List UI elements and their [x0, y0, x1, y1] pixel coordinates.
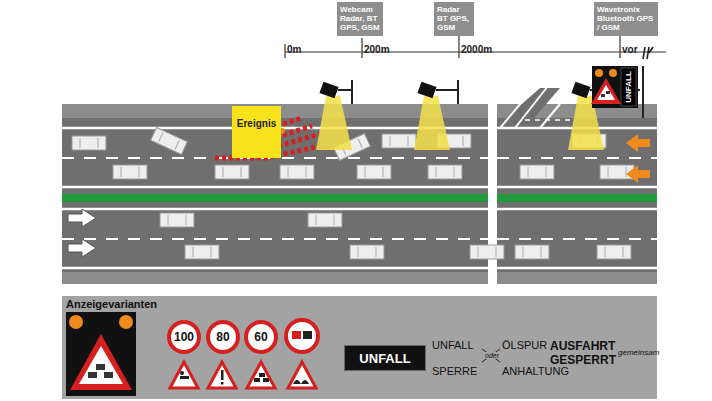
triangle-symbols	[180, 370, 309, 385]
exit-text: AUSFAHRT GESPERRT	[550, 340, 622, 368]
car	[72, 136, 106, 150]
option-text: ÖLSPUR	[502, 340, 547, 351]
speed-value: 60	[254, 331, 267, 343]
vms-sign	[591, 66, 643, 118]
road	[62, 84, 657, 284]
node-text: Anzeigevarianten	[66, 298, 653, 311]
car	[280, 165, 314, 179]
node-text: Webcam Radar, BT GPS, GSM	[340, 5, 380, 33]
car	[113, 165, 147, 179]
or-text: oder	[484, 352, 500, 359]
car	[215, 165, 249, 179]
sensor-box: Wavetronix Bluetooth GPS / GSM	[594, 2, 658, 36]
sensor-box: Webcam Radar, BT GPS, GSM	[337, 2, 383, 36]
car	[515, 245, 549, 259]
distance-label: 200m	[364, 45, 390, 55]
speed-sign: 60	[244, 320, 278, 354]
speed-sign: 80	[206, 320, 240, 354]
car	[520, 165, 554, 179]
oder-cross	[482, 349, 500, 362]
car	[308, 213, 342, 227]
car	[185, 245, 219, 259]
junction-icon	[643, 47, 653, 59]
warning-triangles	[170, 362, 316, 388]
option-text: UNFALL	[432, 340, 474, 351]
distance-ruler	[285, 36, 666, 58]
node-text: Radar BT GPS, GSM	[437, 5, 471, 33]
big-warning-sign	[66, 312, 136, 396]
node-text: UNFALL	[359, 352, 410, 365]
cameras	[319, 80, 640, 104]
car	[357, 165, 391, 179]
car	[470, 245, 504, 259]
node-text: Wavetronix Bluetooth GPS / GSM	[597, 5, 655, 33]
car	[428, 165, 462, 179]
note-text: gemeinsam	[618, 349, 659, 357]
direction-arrows	[68, 134, 650, 257]
node-text: Ereignis	[232, 118, 281, 129]
car	[151, 127, 188, 154]
car	[350, 245, 384, 259]
sensor-box: Radar BT GPS, GSM	[434, 2, 474, 36]
legend-panel-ground	[62, 296, 657, 399]
event-box: Ereignis	[232, 106, 281, 158]
overtaking-sign	[286, 320, 318, 352]
distance-label: 2000m	[461, 45, 492, 55]
distance-label: vor	[622, 45, 638, 55]
camera-cones	[316, 96, 604, 150]
speed-sign: 100	[167, 320, 201, 354]
speed-value: 80	[216, 331, 229, 343]
car	[382, 134, 416, 148]
speed-value: 100	[174, 331, 194, 343]
car	[160, 213, 194, 227]
distance-label: 0m	[287, 45, 301, 55]
car	[597, 245, 631, 259]
display-box: UNFALL	[344, 345, 426, 371]
sign-text: UNFALL	[624, 71, 632, 103]
option-text: ANHALTUNG	[502, 366, 569, 377]
cars	[72, 127, 634, 259]
option-text: SPERRE	[432, 366, 477, 377]
